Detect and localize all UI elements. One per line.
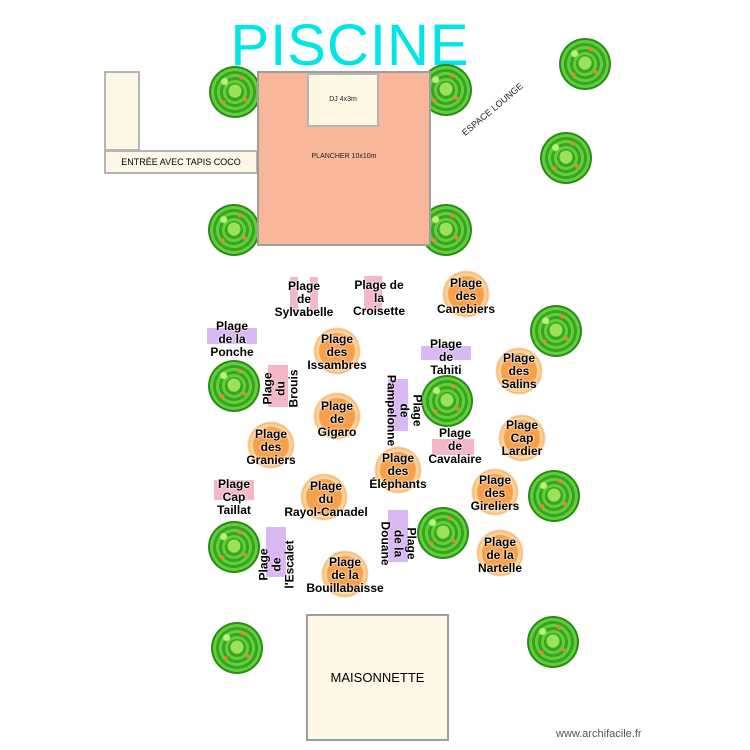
- tree-icon: [208, 204, 260, 256]
- tree-icon: [208, 360, 260, 412]
- table-label: Plage de Sylvabelle: [274, 279, 334, 319]
- tree-icon: [211, 622, 263, 674]
- tree-icon: [417, 507, 469, 559]
- table-label: Plage de la Nartelle: [477, 535, 523, 575]
- table-label: Plage de Cavalaire: [428, 426, 482, 466]
- tree-icon: [540, 132, 592, 184]
- table-label: Plage Cap Lardier: [501, 418, 543, 458]
- table-label: Plage de l'Escalet: [256, 540, 297, 589]
- tree-icon: [208, 521, 260, 573]
- tree-icon: [527, 616, 579, 668]
- credit-text[interactable]: www.archifacile.fr: [556, 728, 642, 740]
- table-label: Plage du Rayol-Canadel: [284, 479, 368, 519]
- tree-icon: [421, 375, 473, 427]
- entrance-label: ENTRÉE AVEC TAPIS COCO: [104, 150, 258, 174]
- table-label: Plage de Gigaro: [317, 399, 357, 439]
- table-label: Plage des Éléphants: [369, 451, 427, 491]
- table-label: Plage des Canebiers: [436, 276, 496, 316]
- pool-title: PISCINE: [230, 13, 470, 78]
- table-label: Plage du Brouis: [260, 369, 301, 408]
- table-label: Plage des Gireliers: [470, 473, 520, 513]
- dj-booth: DJ 4x3m: [307, 73, 379, 127]
- tree-icon: [559, 38, 611, 90]
- dance-floor: PLANCHER 10x10m DJ 4x3m: [257, 71, 431, 246]
- tree-icon: [530, 305, 582, 357]
- tree-icon: [528, 470, 580, 522]
- table-label: Plage des Graniers: [246, 427, 296, 467]
- table-label: Plage Cap Taillat: [217, 477, 251, 517]
- table-label: Plage des Salins: [501, 351, 537, 391]
- table-label: Plage de la Croisette: [352, 278, 405, 318]
- house: MAISONNETTE: [306, 614, 449, 741]
- dance-floor-label: PLANCHER 10x10m: [311, 153, 377, 160]
- tree-icon: [209, 66, 261, 118]
- table-label: Plage des Issambres: [307, 332, 367, 372]
- table-label: Plage de la Ponche: [210, 319, 254, 359]
- entrance-path: [104, 71, 140, 151]
- table-label: Plage de Tahiti: [429, 337, 462, 377]
- table-label: Plage de la Bouillabaisse: [306, 555, 384, 595]
